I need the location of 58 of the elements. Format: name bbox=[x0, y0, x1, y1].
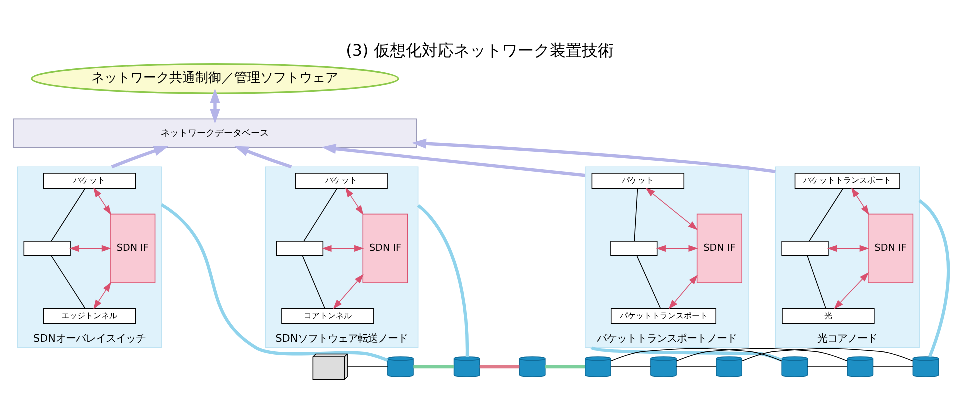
connector bbox=[302, 256, 326, 309]
connector bbox=[809, 188, 844, 242]
arrow bbox=[111, 146, 169, 169]
connector bbox=[918, 200, 950, 358]
connector bbox=[51, 256, 86, 309]
node-box: パケットトランスポート bbox=[794, 173, 900, 190]
diagram-title: (3) 仮想化対応ネットワーク装置技術 bbox=[346, 41, 614, 60]
arrow bbox=[70, 245, 112, 252]
arrow bbox=[322, 144, 586, 178]
node-box: ネットワークデータベース bbox=[13, 118, 418, 148]
arrow bbox=[851, 188, 870, 216]
connector bbox=[480, 365, 520, 369]
arrow bbox=[412, 138, 776, 174]
connector bbox=[591, 346, 783, 362]
connector bbox=[347, 366, 388, 368]
arrow bbox=[827, 245, 870, 252]
arrow bbox=[210, 88, 220, 124]
connector bbox=[634, 188, 638, 242]
node-box: SDN IF bbox=[362, 214, 408, 284]
connector bbox=[51, 188, 86, 242]
node-box: 光 bbox=[782, 308, 875, 324]
arrow bbox=[668, 275, 698, 310]
node-box: コアトンネル bbox=[282, 308, 374, 324]
connector bbox=[160, 204, 388, 362]
connector bbox=[304, 188, 338, 242]
connector bbox=[545, 365, 586, 369]
arrow bbox=[94, 188, 112, 216]
connector bbox=[872, 366, 914, 368]
node-box bbox=[782, 241, 829, 256]
connector bbox=[807, 256, 826, 309]
node-box: SDN IF bbox=[110, 214, 156, 284]
node-box: SDN IF bbox=[868, 214, 914, 284]
arrow bbox=[834, 272, 870, 310]
connector bbox=[676, 348, 848, 362]
connector bbox=[610, 348, 782, 362]
arrow bbox=[646, 188, 698, 230]
node-box: SDN IF bbox=[696, 214, 742, 284]
connector bbox=[610, 366, 652, 368]
node-box: パケット bbox=[295, 173, 388, 190]
node-box: パケットトランスポート bbox=[610, 308, 717, 324]
node-box: パケット bbox=[592, 173, 685, 190]
arrow bbox=[345, 188, 364, 216]
node-box bbox=[24, 241, 71, 256]
node-box bbox=[610, 241, 658, 256]
connector bbox=[417, 204, 470, 358]
connector bbox=[636, 256, 662, 309]
arrow bbox=[94, 282, 112, 310]
node-box: パケット bbox=[43, 173, 136, 190]
connector bbox=[676, 366, 717, 368]
connector bbox=[414, 365, 454, 369]
node-box: エッジトンネル bbox=[43, 308, 136, 324]
arrow bbox=[656, 245, 698, 252]
connector bbox=[742, 348, 914, 362]
node-ellipse: ネットワーク共通制御／管理ソフトウェア bbox=[31, 63, 400, 94]
connector bbox=[807, 366, 848, 368]
arrow bbox=[322, 245, 364, 252]
arrow bbox=[333, 274, 364, 310]
node-box bbox=[276, 241, 324, 256]
